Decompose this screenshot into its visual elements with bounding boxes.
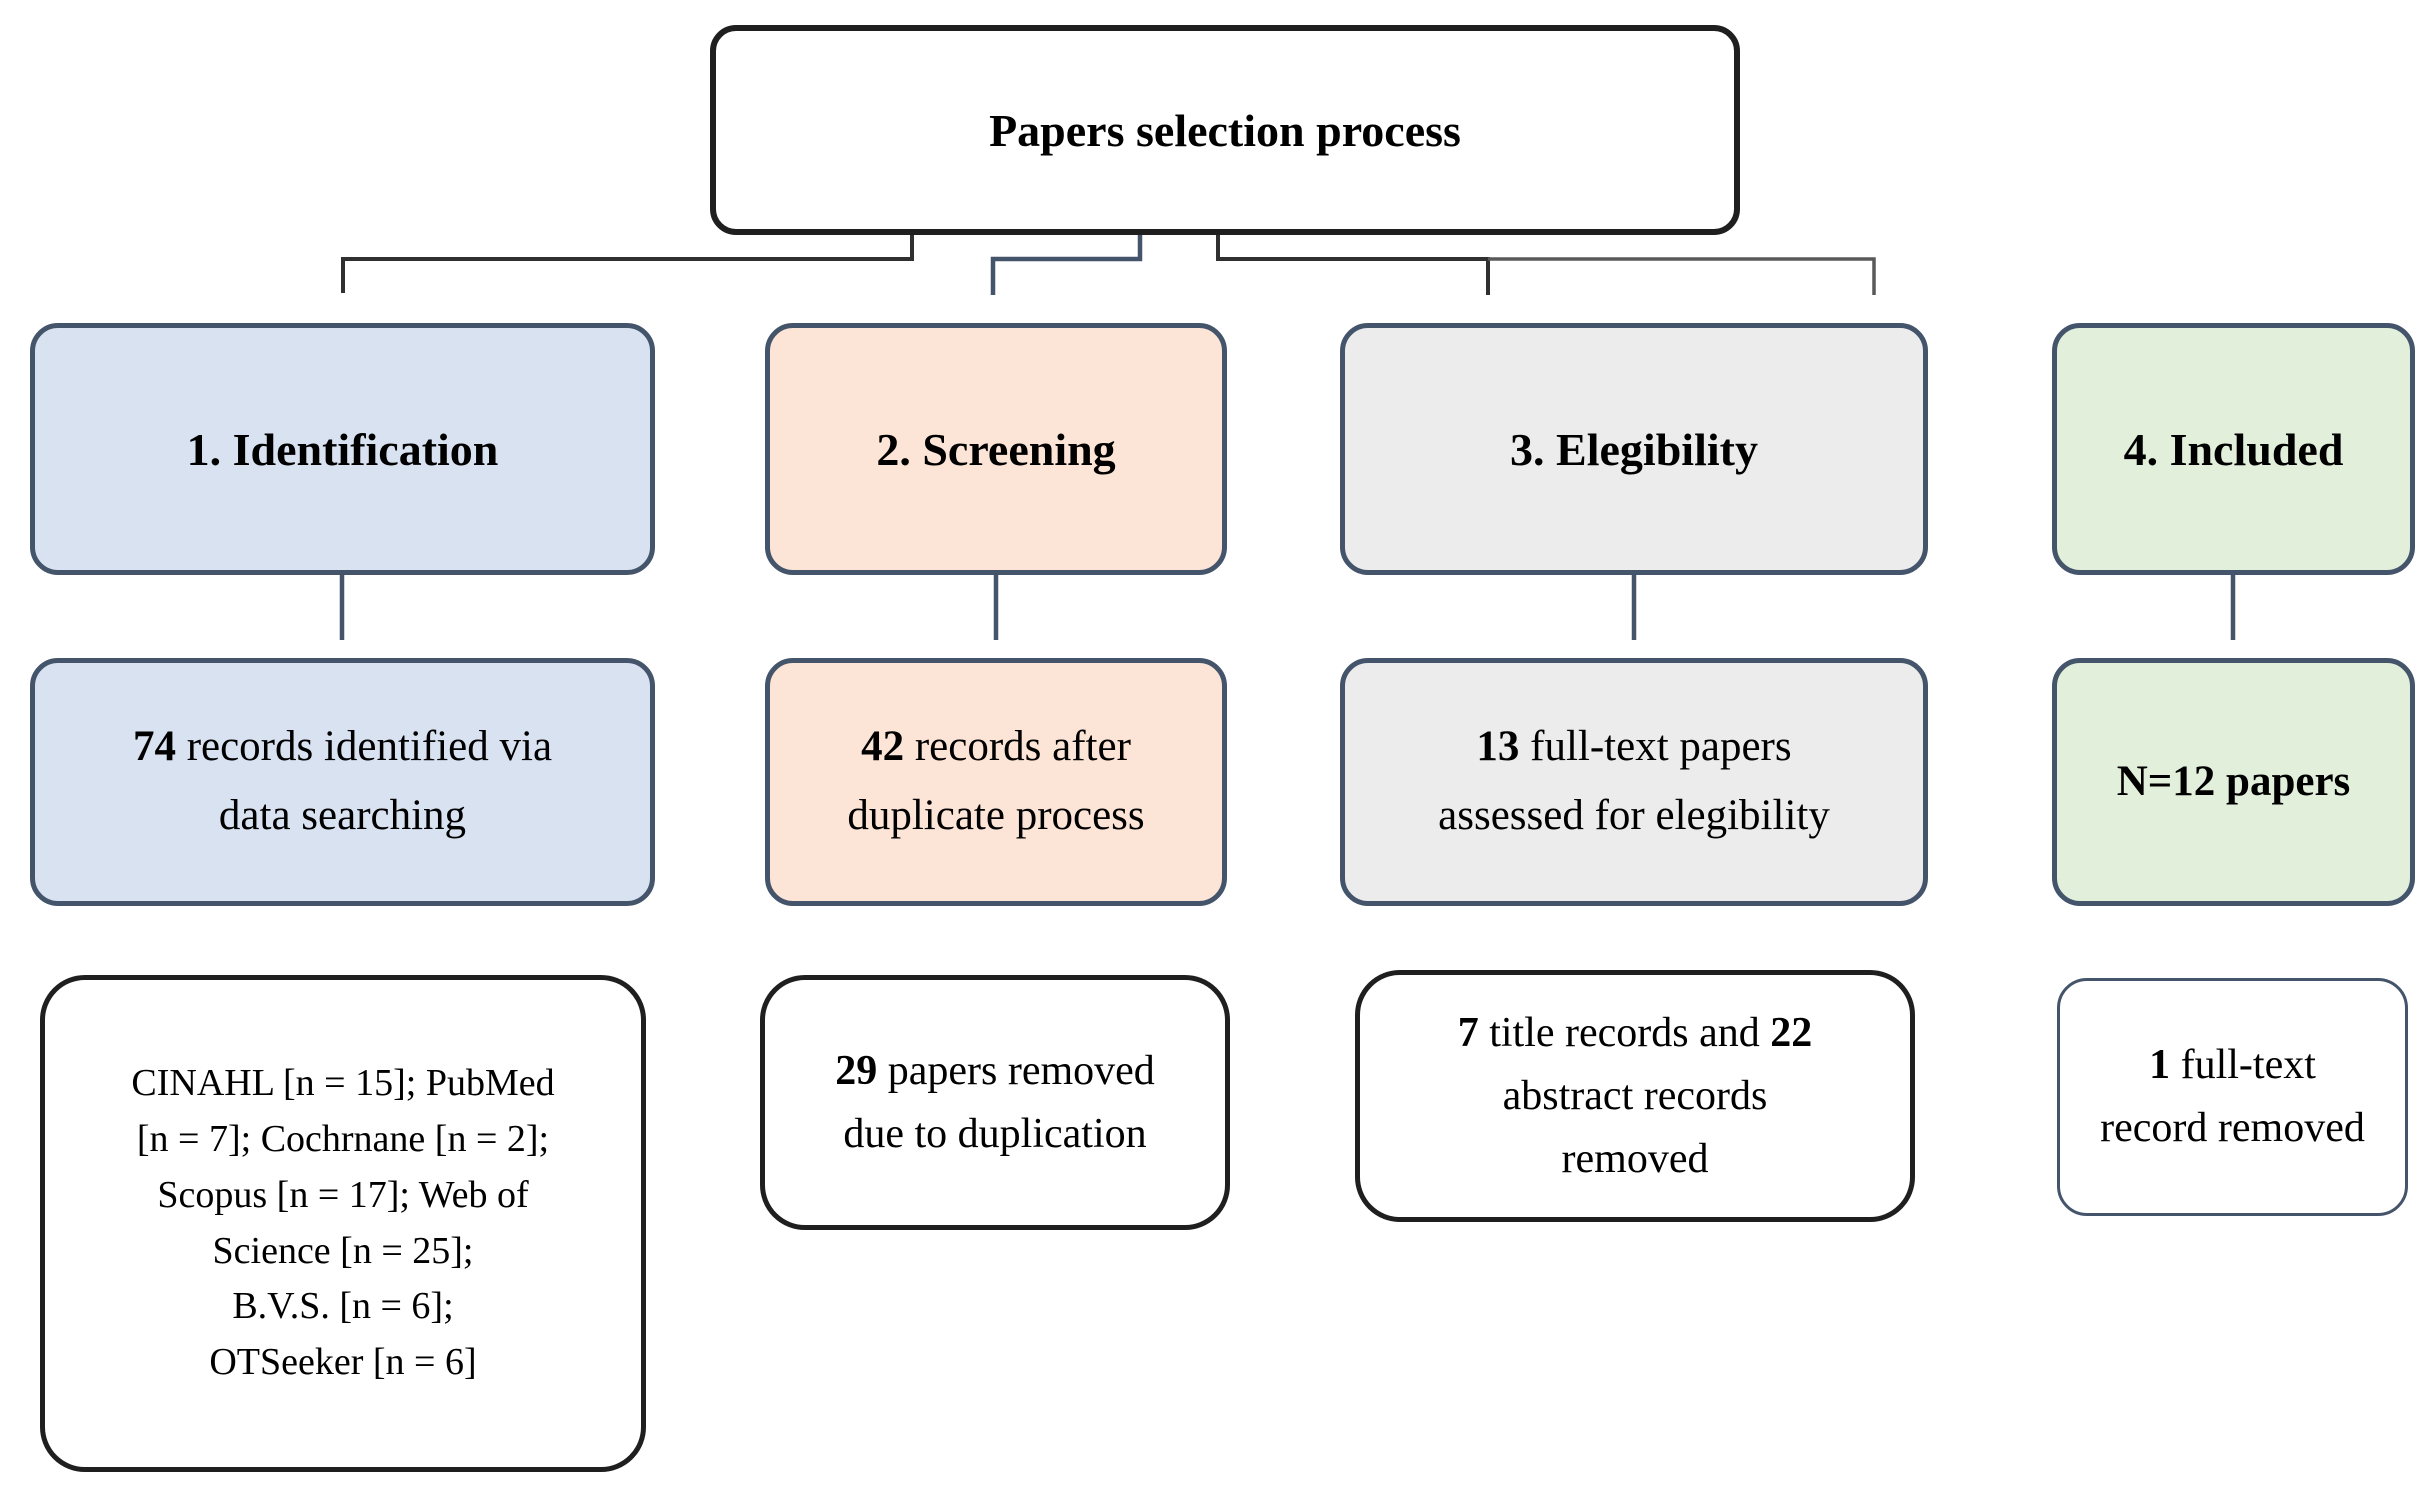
- stage-included-box: 4. Included: [2052, 323, 2415, 575]
- connector-title-to-identification: [341, 233, 914, 293]
- identification-sources-text: CINAHL [n = 15]; PubMed[n = 7]; Cochrnan…: [131, 1061, 555, 1384]
- connector-title-to-included: [1488, 257, 1876, 295]
- stage-elegibility-label: 3. Elegibility: [1510, 423, 1758, 475]
- title-box: Papers selection process: [710, 25, 1740, 235]
- identification-sources-box: CINAHL [n = 15]; PubMed[n = 7]; Cochrnan…: [40, 975, 646, 1472]
- page-title: Papers selection process: [989, 104, 1461, 156]
- stage-included-label: 4. Included: [2123, 423, 2344, 475]
- stage-identification-label: 1. Identification: [186, 423, 499, 475]
- stage-screening-label: 2. Screening: [876, 423, 1116, 475]
- included-count-box: N=12 papers: [2052, 658, 2415, 906]
- connector-title-to-screening: [990, 233, 1143, 295]
- connector-title-to-elegibility: [1216, 233, 1490, 295]
- stage-screening-box: 2. Screening: [765, 323, 1227, 575]
- stage-identification-box: 1. Identification: [30, 323, 655, 575]
- stage-elegibility-box: 3. Elegibility: [1340, 323, 1928, 575]
- included-count-text: N=12 papers: [2116, 757, 2351, 805]
